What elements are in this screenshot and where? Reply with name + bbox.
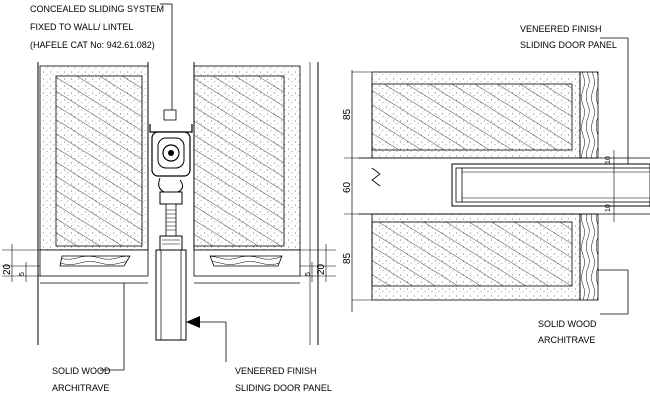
right-panel-label-2: SLIDING DOOR PANEL <box>520 40 617 50</box>
dim-left-5: 5 <box>19 272 26 276</box>
right-architrave-label-2: ARCHITRAVE <box>538 335 595 345</box>
bottom-wall-block <box>371 213 599 301</box>
left-panel-label-2: SLIDING DOOR PANEL <box>235 383 332 393</box>
right-section: VENEERED FINISH SLIDING DOOR PANEL SOLID… <box>342 24 650 345</box>
left-architrave-label-1: SOLID WOOD <box>52 366 111 376</box>
left-section: CONCEALED SLIDING SYSTEM FIXED TO WALL/ … <box>2 3 336 393</box>
dim-left-20: 20 <box>2 263 13 275</box>
right-architrave <box>193 249 301 284</box>
left-dimensions <box>2 244 336 282</box>
sliding-mechanism <box>149 109 193 251</box>
right-dimensions <box>344 71 650 301</box>
dim-top-85: 85 <box>342 108 353 120</box>
dim-gap-bottom: 10 <box>605 204 612 212</box>
system-label-line-2: FIXED TO WALL/ LINTEL <box>30 22 133 32</box>
right-architrave-label-1: SOLID WOOD <box>538 319 597 329</box>
system-label-line-3: (HAFELE CAT No: 942.61.082) <box>30 40 155 50</box>
dim-mid-60: 60 <box>342 181 353 193</box>
dim-right-20: 20 <box>316 263 327 275</box>
right-wall-block <box>193 65 301 251</box>
top-wall-block <box>371 71 599 159</box>
left-door-panel <box>155 249 187 341</box>
dim-right-5: 5 <box>305 272 312 276</box>
right-door-panel <box>451 163 650 207</box>
left-wall-block <box>39 65 149 251</box>
left-architrave <box>39 249 149 284</box>
left-architrave-label-2: ARCHITRAVE <box>52 383 109 393</box>
right-panel-label-1: VENEERED FINISH <box>520 24 602 34</box>
dim-bottom-85: 85 <box>342 252 353 264</box>
dim-gap-top: 10 <box>605 156 612 164</box>
system-label-line-1: CONCEALED SLIDING SYSTEM <box>30 4 164 14</box>
left-panel-label-1: VENEERED FINISH <box>235 366 317 376</box>
